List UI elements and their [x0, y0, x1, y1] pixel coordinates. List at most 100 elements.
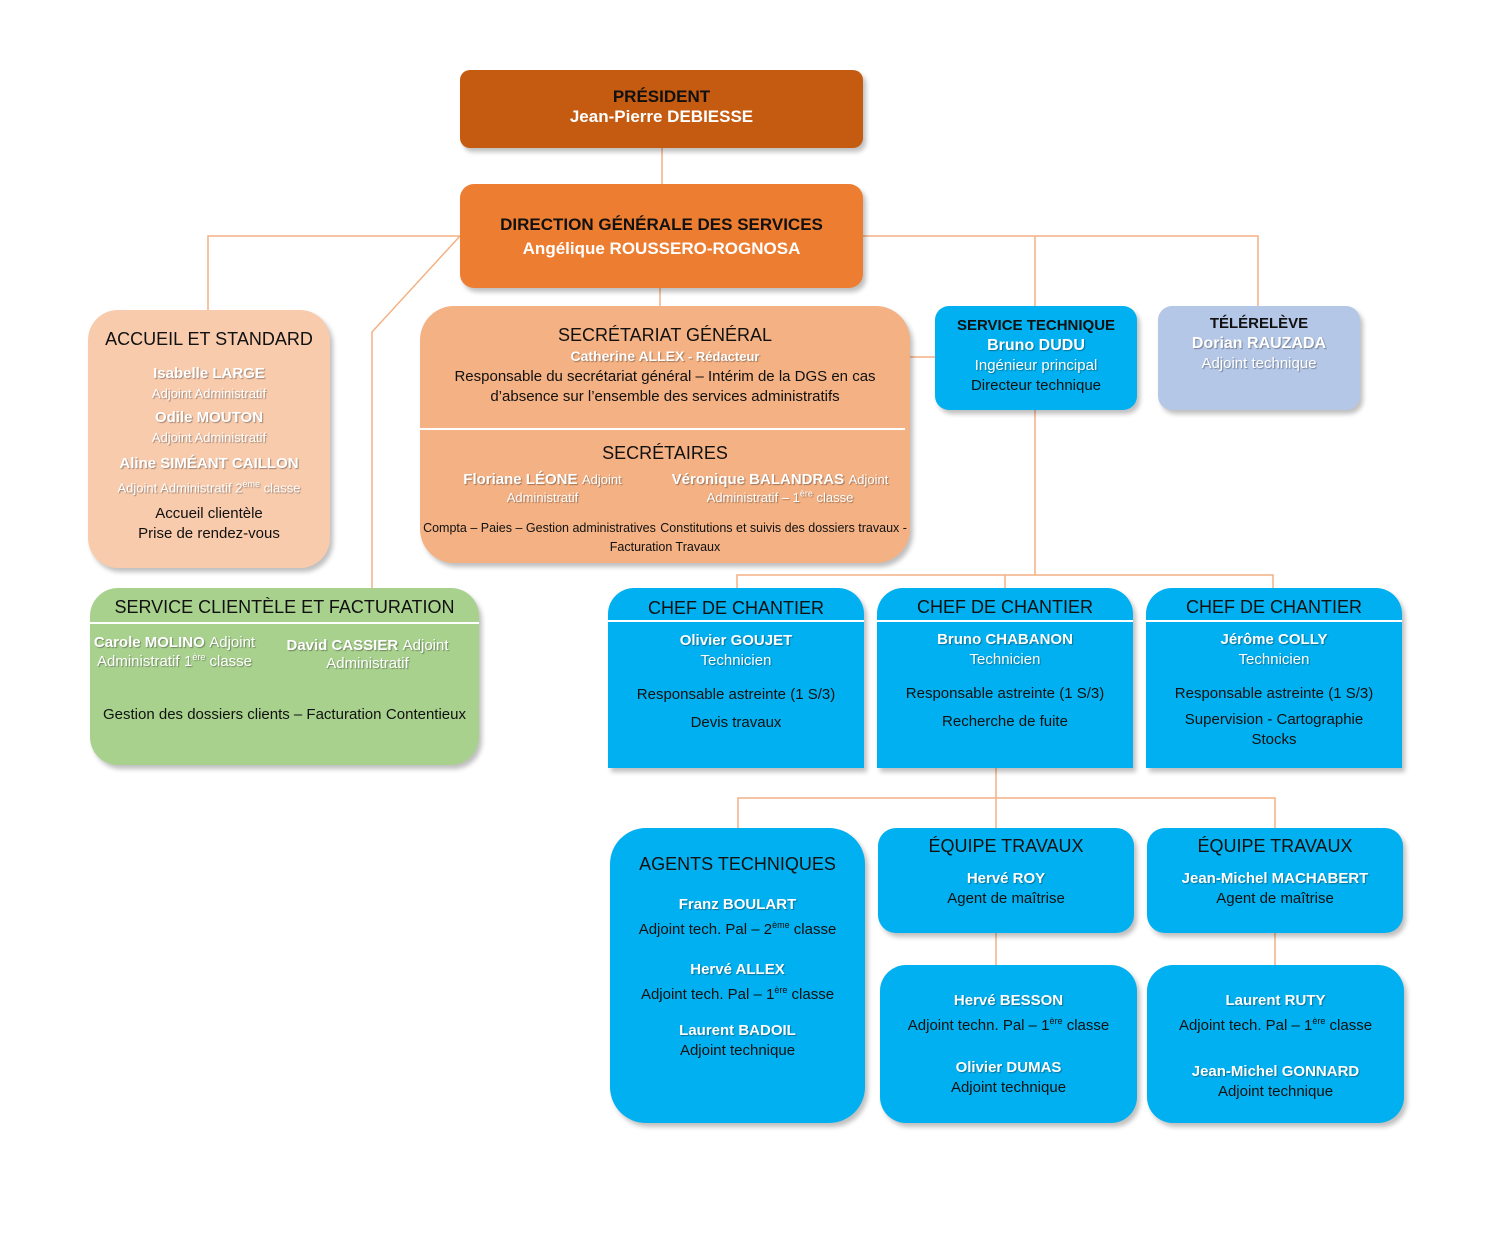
accueil-person-name: Aline SIMÉANT CAILLON: [119, 455, 299, 472]
service-technique-name: Bruno DUDU: [987, 337, 1085, 354]
telereleve-title: TÉLÉRELÈVE: [1209, 315, 1309, 332]
clientele-person-1: Carole MOLINO Adjoint Administratif 1ère…: [92, 634, 257, 671]
clientele-person-role: Adjoint Administratif: [96, 634, 256, 670]
chef-name: Bruno CHABANON: [937, 631, 1073, 648]
president-box: PRÉSIDENT Jean-Pierre DEBIESSE: [460, 70, 863, 148]
secretaire-2: Véronique BALANDRAS Adjoint Administrati…: [660, 471, 900, 507]
chef-de-chantier-box: CHEF DE CHANTIER Jérôme COLLY Technicien…: [1146, 588, 1402, 768]
connector-dgs-clientele: [371, 235, 461, 588]
secretaires-title: SECRÉTAIRES: [602, 443, 728, 463]
accueil-person-role: Adjoint Administratif: [151, 430, 267, 445]
clientele-person-2: David CASSIER Adjoint Administratif: [280, 637, 455, 673]
chef-task: Devis travaux: [690, 714, 782, 731]
equipe-member-role: Adjoint techn. Pal – 1ère classe: [907, 1016, 1110, 1034]
chef-de-chantier-box: CHEF DE CHANTIER Bruno CHABANON Technici…: [877, 588, 1133, 768]
equipe-title: ÉQUIPE TRAVAUX: [1197, 836, 1353, 856]
equipe-member-name: Olivier DUMAS: [955, 1059, 1062, 1076]
accueil-person-role: Adjoint Administratif: [151, 386, 267, 401]
service-technique-role: Ingénieur principal: [974, 357, 1098, 374]
service-technique-box: SERVICE TECHNIQUE Bruno DUDU Ingénieur p…: [935, 306, 1137, 410]
chef-title: CHEF DE CHANTIER: [647, 598, 824, 618]
agent-name: Franz BOULART: [678, 896, 797, 913]
chef-role: Technicien: [969, 651, 1041, 668]
secretariat-title: SECRÉTARIAT GÉNÉRAL: [557, 325, 773, 345]
chef-divider: [608, 620, 864, 622]
clientele-box: SERVICE CLIENTÈLE ET FACTURATION: [90, 588, 479, 765]
chef-title: CHEF DE CHANTIER: [916, 597, 1093, 617]
chef-divider: [1146, 620, 1402, 622]
accueil-person-role: Adjoint Administratif 2ème classe: [117, 479, 301, 496]
clientele-divider: [90, 622, 479, 624]
agents-techniques-box: AGENTS TECHNIQUES Franz BOULART Adjoint …: [610, 828, 865, 1123]
agent-name: Hervé ALLEX: [690, 961, 785, 978]
secretaire-name: Véronique BALANDRAS: [671, 471, 845, 488]
agent-role: Adjoint technique: [679, 1042, 796, 1059]
equipe-member-name: Hervé BESSON: [953, 992, 1064, 1009]
telereleve-box: TÉLÉRELÈVE Dorian RAUZADA Adjoint techni…: [1158, 306, 1360, 410]
chef-role: Technicien: [700, 652, 772, 669]
agent-role: Adjoint tech. Pal – 1ère classe: [640, 985, 835, 1003]
chef-de-chantier-box: CHEF DE CHANTIER Olivier GOUJET Technici…: [608, 588, 864, 768]
dgs-title: DIRECTION GÉNÉRALE DES SERVICES: [500, 215, 823, 234]
secretaire-1: Floriane LÉONE Adjoint Administratif: [440, 471, 645, 507]
chef-task: Responsable astreinte (1 S/3): [1174, 685, 1374, 702]
president-name: Jean-Pierre DEBIESSE: [569, 107, 754, 126]
chef-divider: [877, 620, 1133, 622]
accueil-task: Prise de rendez-vous: [138, 525, 280, 543]
agent-role: Adjoint tech. Pal – 2ème classe: [638, 920, 837, 938]
chef-task: Responsable astreinte (1 S/3): [905, 685, 1105, 702]
equipe-lead-role: Agent de maîtrise: [947, 890, 1065, 907]
secretaire-name: Floriane LÉONE: [463, 471, 578, 488]
equipe-member-role: Adjoint tech. Pal – 1ère classe: [1178, 1016, 1373, 1034]
secretaire-role: Adjoint Administratif – 1ère classe: [706, 472, 889, 506]
equipe-lead-role: Agent de maîtrise: [1216, 890, 1334, 907]
secretariat-head: Catherine ALLEX - Rédacteur: [570, 348, 760, 364]
dgs-box: DIRECTION GÉNÉRALE DES SERVICES Angéliqu…: [460, 184, 863, 288]
clientele-title: SERVICE CLIENTÈLE ET FACTURATION: [114, 597, 455, 617]
telereleve-name: Dorian RAUZADA: [1191, 335, 1327, 352]
chef-title: CHEF DE CHANTIER: [1185, 597, 1362, 617]
service-technique-function: Directeur technique: [970, 377, 1102, 394]
equipe-travaux-box: ÉQUIPE TRAVAUX Hervé ROY Agent de maîtri…: [878, 828, 1134, 933]
chef-task: Responsable astreinte (1 S/3): [636, 686, 836, 703]
president-title: PRÉSIDENT: [612, 87, 711, 106]
equipe-members-box: Laurent RUTY Adjoint tech. Pal – 1ère cl…: [1147, 965, 1404, 1123]
agent-name: Laurent BADOIL: [679, 1022, 796, 1039]
accueil-person-name: Isabelle LARGE: [153, 365, 265, 382]
secretariat-description: Responsable du secrétariat général – Int…: [454, 368, 876, 385]
clientele-person-name: David CASSIER: [286, 637, 399, 654]
chef-task: Supervision - Cartographie: [1184, 711, 1364, 728]
chef-role: Technicien: [1238, 651, 1310, 668]
accueil-box: ACCUEIL ET STANDARD Isabelle LARGE Adjoi…: [88, 310, 330, 568]
clientele-task: Contentieux: [385, 706, 466, 723]
equipe-member-role: Adjoint technique: [1217, 1083, 1334, 1100]
clientele-person-class: 1ère classe: [183, 652, 253, 670]
secretaire-role: Adjoint Administratif: [506, 472, 622, 505]
secretariat-task: Constitutions et suivis des dossiers tra…: [609, 521, 907, 554]
chef-name: Olivier GOUJET: [679, 632, 793, 649]
secretariat-tasks: Compta – Paies – Gestion administratives…: [420, 519, 910, 557]
secretariat-task: Compta – Paies – Gestion administratives: [423, 521, 656, 535]
connector-dgs-accueil: [207, 235, 460, 310]
equipe-members-box: Hervé BESSON Adjoint techn. Pal – 1ère c…: [880, 965, 1137, 1123]
clientele-task: Gestion des dossiers clients – Facturati…: [103, 706, 382, 723]
equipe-member-role: Adjoint technique: [950, 1079, 1067, 1096]
secretariat-box: SECRÉTARIAT GÉNÉRAL Catherine ALLEX - Ré…: [420, 306, 910, 563]
accueil-task: Accueil clientèle: [155, 505, 263, 523]
accueil-person-name: Odile MOUTON: [154, 409, 264, 426]
chef-task: Recherche de fuite: [942, 713, 1068, 730]
equipe-lead-name: Jean-Michel MACHABERT: [1181, 870, 1369, 887]
agents-title: AGENTS TECHNIQUES: [639, 854, 836, 874]
clientele-tasks: Gestion des dossiers clients – Facturati…: [90, 706, 479, 724]
connector-teams-bar: [737, 797, 1276, 828]
equipe-title: ÉQUIPE TRAVAUX: [928, 836, 1084, 856]
equipe-member-name: Jean-Michel GONNARD: [1191, 1063, 1360, 1080]
connector-dgs-telereleve: [862, 235, 1259, 306]
dgs-name: Angélique ROUSSERO-ROGNOSA: [522, 239, 801, 258]
telereleve-role: Adjoint technique: [1201, 355, 1317, 372]
accueil-title: ACCUEIL ET STANDARD: [105, 329, 313, 349]
secretariat-description: d’absence sur l’ensemble des services ad…: [490, 388, 840, 405]
equipe-travaux-box: ÉQUIPE TRAVAUX Jean-Michel MACHABERT Age…: [1147, 828, 1403, 933]
equipe-member-name: Laurent RUTY: [1225, 992, 1326, 1009]
secretariat-divider: [420, 428, 905, 430]
